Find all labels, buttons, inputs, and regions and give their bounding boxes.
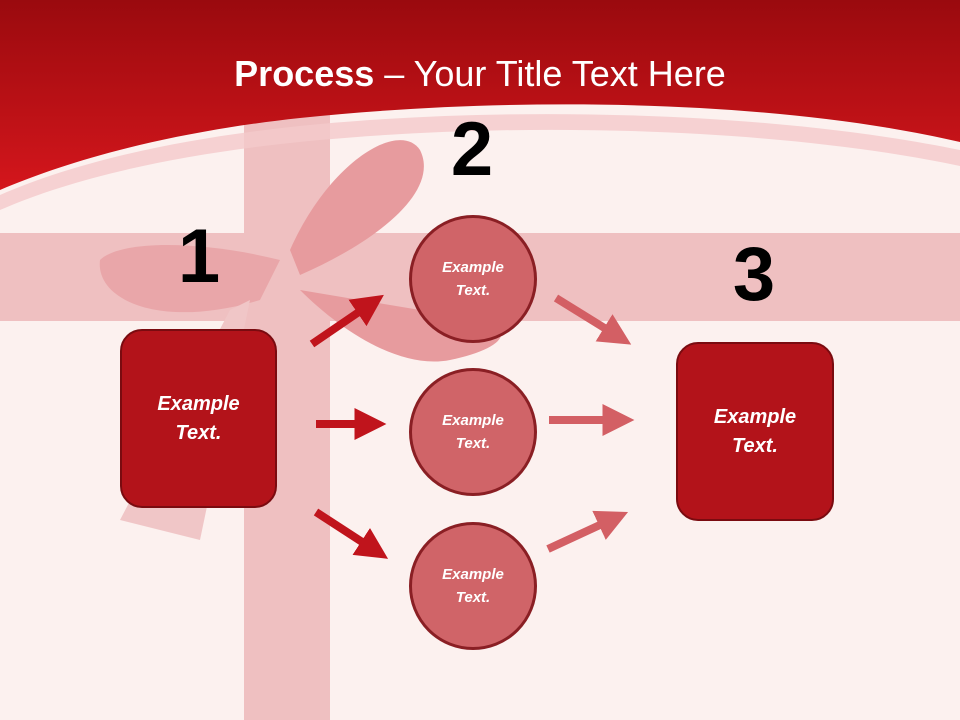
arrow-top-to-3 — [553, 294, 632, 345]
circle-top-line2: Text. — [455, 282, 491, 299]
header-band — [0, 0, 960, 190]
arrow-1-to-bottom — [313, 508, 389, 559]
bow-loop-top — [290, 140, 424, 275]
step-2-circle-middle: Example Text. — [409, 368, 537, 496]
step-3-line1: Example — [713, 405, 797, 428]
step-1-box: Example Text. — [120, 329, 277, 508]
title-separator: – — [374, 53, 414, 94]
step-1-line1: Example — [157, 392, 240, 415]
bow-loop-left — [99, 245, 280, 313]
circle-top-line1: Example — [442, 259, 504, 276]
arrow-1-to-top — [309, 294, 384, 348]
circle-bottom-line1: Example — [442, 566, 504, 583]
step-number-2: 2 — [450, 107, 494, 192]
slide-title: Process – Your Title Text Here — [0, 52, 960, 96]
title-rest: Your Title Text Here — [413, 53, 726, 94]
title-bold: Process — [234, 53, 375, 94]
step-2-circle-bottom: Example Text. — [409, 522, 537, 650]
circle-middle-line2: Text. — [455, 435, 491, 452]
circle-bottom-line2: Text. — [455, 589, 491, 606]
step-3-line2: Text. — [732, 434, 778, 457]
circle-middle-line1: Example — [442, 412, 504, 429]
header-arc — [0, 114, 960, 210]
step-number-1: 1 — [177, 214, 221, 299]
step-number-3: 3 — [732, 232, 776, 317]
arrow-bottom-to-3 — [546, 510, 629, 553]
step-3-box: Example Text. — [676, 342, 834, 521]
step-1-line2: Text. — [175, 421, 222, 444]
step-2-circle-top: Example Text. — [409, 215, 537, 343]
